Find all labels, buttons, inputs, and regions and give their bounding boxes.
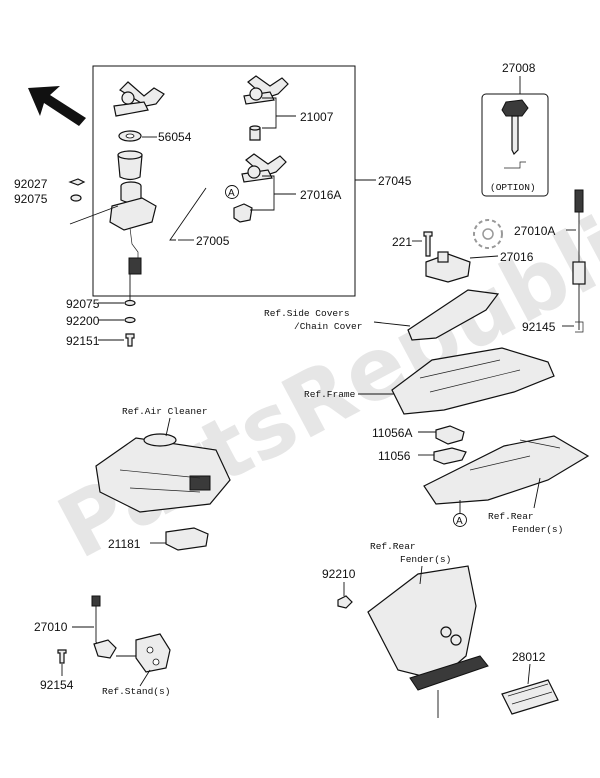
rear-fender-lower — [367, 565, 489, 718]
bolt-92154 — [57, 649, 67, 664]
key-set-21007-icon — [243, 75, 289, 141]
label-92027: 92027 — [14, 177, 48, 191]
ignition-switch — [109, 181, 157, 275]
marker-a-top-text: A — [228, 188, 235, 199]
reflector-28012 — [501, 679, 559, 715]
ecu-21181 — [165, 527, 209, 551]
leader-27005 — [169, 187, 207, 241]
washer-92075-top — [70, 194, 82, 202]
label-92075-top: 92075 — [14, 192, 48, 206]
bracket-27016A — [250, 175, 275, 211]
bolt-92151 — [125, 333, 135, 347]
label-92145: 92145 — [522, 320, 556, 334]
gear-icon — [473, 219, 503, 249]
key-set-icon — [113, 81, 165, 117]
label-27045: 27045 — [378, 174, 412, 188]
kit-box — [92, 65, 356, 297]
bracket-11056A — [435, 425, 465, 445]
label-28012: 28012 — [512, 650, 546, 664]
label-21181: 21181 — [108, 537, 141, 551]
ignition-cap — [117, 150, 143, 181]
rear-fender-upper — [423, 435, 590, 505]
ref-air-cleaner: Ref.Air Cleaner — [122, 406, 208, 417]
label-92210: 92210 — [322, 567, 356, 581]
bracket-21007 — [262, 97, 277, 129]
label-27016: 27016 — [500, 250, 534, 264]
ref-rear-fender-1b: Fender(s) — [512, 524, 563, 535]
side-stand-switch-27010 — [91, 595, 171, 673]
lock-27016 — [425, 251, 471, 283]
ref-rear-fender-1a: Ref.Rear — [488, 511, 534, 522]
label-11056: 11056 — [378, 449, 411, 463]
ref-frame: Ref.Frame — [304, 389, 356, 400]
key-card-27008 — [481, 93, 549, 197]
label-56054: 56054 — [158, 130, 192, 144]
bracket-11056 — [433, 447, 467, 465]
washer-92075-bottom — [124, 299, 136, 307]
ref-side-covers-2: /Chain Cover — [294, 321, 362, 332]
label-21007: 21007 — [300, 110, 334, 124]
marker-a-bottom-text: A — [456, 516, 463, 527]
label-92200: 92200 — [66, 314, 100, 328]
bolt-221 — [423, 231, 433, 257]
key-set-27016A-icon — [233, 153, 287, 223]
leader-92075-top — [69, 205, 119, 225]
frame — [391, 347, 555, 415]
label-11056A: 11056A — [372, 426, 412, 440]
label-27005: 27005 — [196, 234, 230, 248]
nut-92027 — [68, 178, 86, 186]
label-27010: 27010 — [34, 620, 68, 634]
direction-arrow-icon — [28, 86, 86, 126]
label-92151: 92151 — [66, 334, 100, 348]
ref-rear-fender-2b: Fender(s) — [400, 554, 451, 565]
side-cover-plate — [407, 289, 500, 341]
ref-stand: Ref.Stand(s) — [102, 686, 170, 697]
washer-56054 — [118, 130, 157, 142]
label-221: 221 — [392, 235, 412, 249]
washer-92200 — [124, 316, 136, 324]
label-option: (OPTION) — [490, 182, 536, 193]
label-27010A: 27010A — [514, 224, 555, 238]
switch-27010A — [572, 189, 586, 333]
label-92154: 92154 — [40, 678, 74, 692]
label-27016A: 27016A — [300, 188, 341, 202]
ref-rear-fender-2a: Ref.Rear — [370, 541, 416, 552]
ref-side-covers-1: Ref.Side Covers — [264, 308, 350, 319]
marker-a-bottom — [453, 513, 467, 527]
nut-92210 — [337, 595, 353, 609]
air-cleaner — [95, 433, 231, 513]
marker-a-top — [225, 185, 239, 199]
label-27008: 27008 — [502, 61, 536, 75]
label-92075-bottom: 92075 — [66, 297, 100, 311]
